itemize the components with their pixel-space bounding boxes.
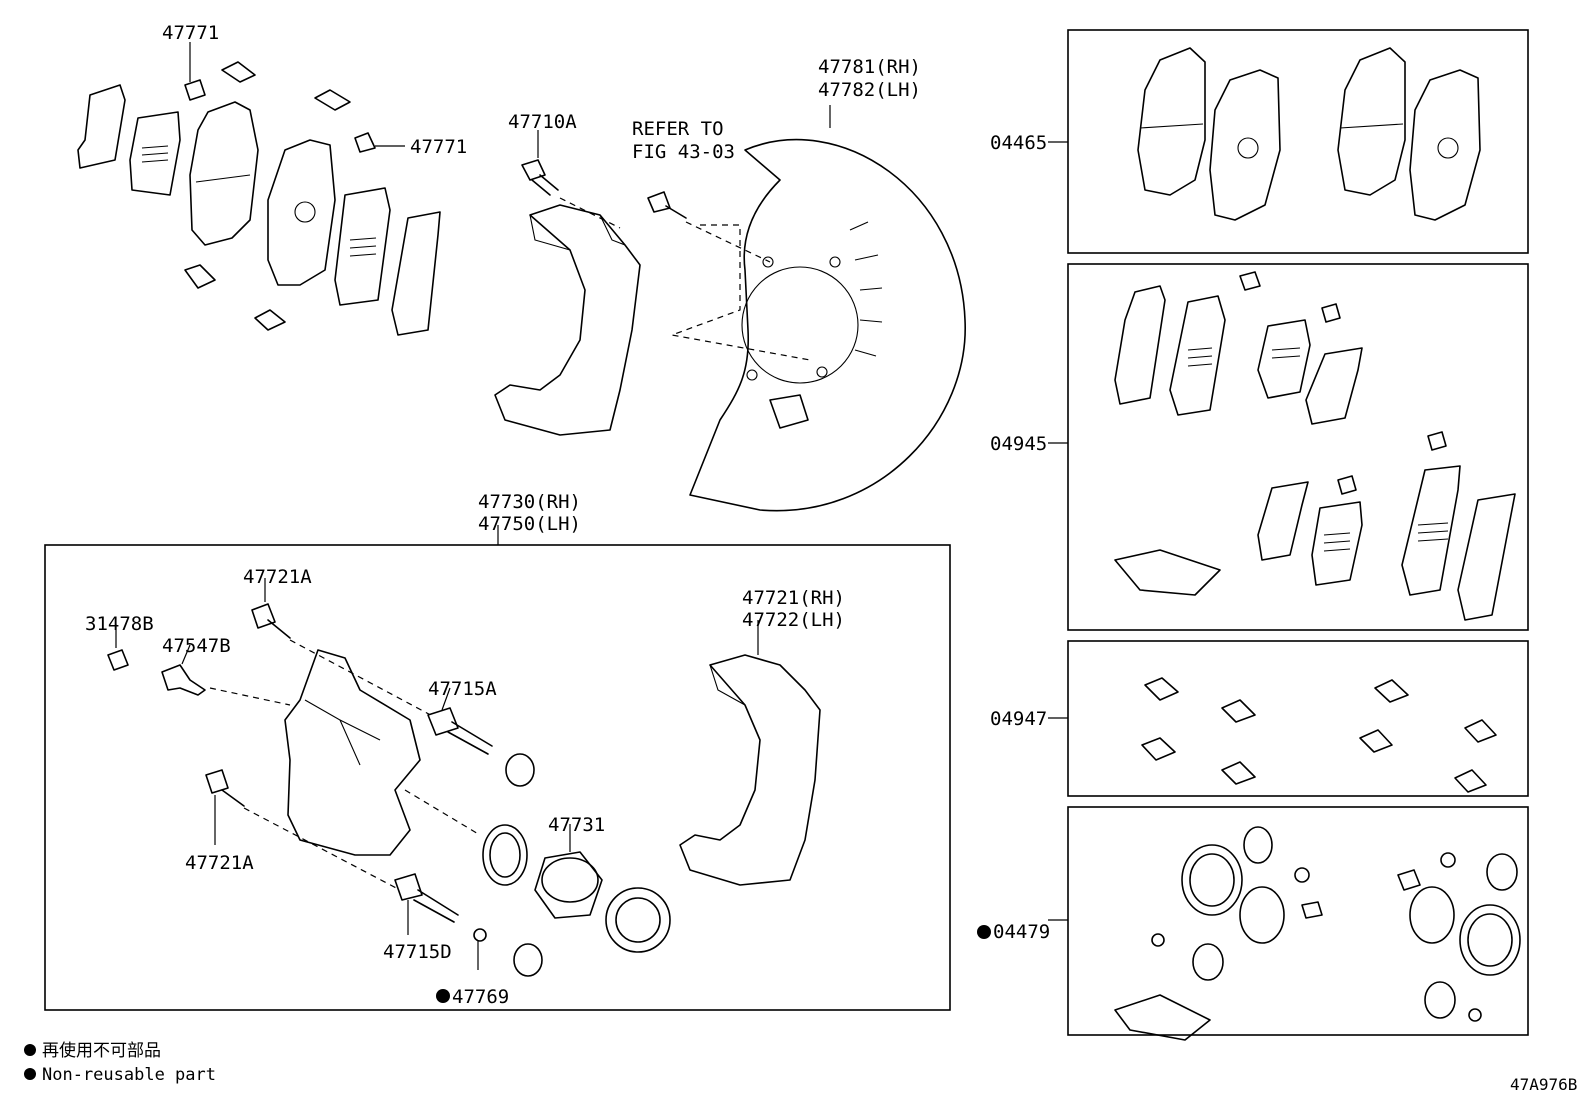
label-47715d: 47715D	[383, 941, 452, 963]
label-47771-right: 47771	[410, 136, 467, 158]
label-47722-lh: 47722(LH)	[742, 609, 845, 631]
torque-plate-upper	[494, 204, 641, 436]
guide-pins	[394, 707, 493, 923]
cylinder-kit-box	[1067, 806, 1529, 1036]
fitting-kit-clips	[1141, 677, 1497, 793]
caliper-assembly-box	[44, 544, 951, 1011]
label-refer-line1: REFER TO	[632, 118, 724, 140]
label-47731: 47731	[548, 814, 605, 836]
legend-en: Non-reusable part	[42, 1065, 216, 1085]
label-47721a-top: 47721A	[243, 566, 312, 588]
label-47721a-bottom: 47721A	[185, 852, 254, 874]
diagram-code: 47A976B	[1510, 1075, 1577, 1094]
label-refer-line2: FIG 43-03	[632, 141, 735, 163]
non-reusable-marker-04479	[977, 925, 991, 939]
label-47781-rh: 47781(RH)	[818, 56, 921, 78]
bolt-47710a-illustration	[521, 159, 687, 219]
label-31478b: 31478B	[85, 613, 154, 635]
fitting-kit-box	[1067, 640, 1529, 797]
caliper-body-illustration	[284, 649, 481, 856]
cylinder-kit-parts	[1114, 826, 1521, 1041]
anti-squeal-kit-box	[1067, 263, 1529, 631]
pad-kit-pads	[1137, 47, 1481, 221]
legend-bullet-jp	[24, 1044, 36, 1056]
caliper-small-parts	[107, 603, 291, 807]
label-kit-04945: 04945	[990, 433, 1047, 455]
label-47750-lh: 47750(LH)	[478, 513, 581, 535]
label-kit-04947: 04947	[990, 708, 1047, 730]
label-47782-lh: 47782(LH)	[818, 79, 921, 101]
legend-jp: 再使用不可部品	[42, 1040, 161, 1061]
label-47547b: 47547B	[162, 635, 231, 657]
label-kit-04479: 04479	[993, 921, 1050, 943]
label-47771-top: 47771	[162, 22, 219, 44]
pad-set-illustration	[77, 61, 441, 336]
mounting-illustration	[679, 654, 821, 886]
non-reusable-marker-47769	[436, 989, 450, 1003]
label-47769: 47769	[452, 986, 509, 1008]
label-47710a: 47710A	[508, 111, 577, 133]
disc-cover-illustration	[689, 139, 966, 512]
label-47715a: 47715A	[428, 678, 497, 700]
label-47721-rh: 47721(RH)	[742, 587, 845, 609]
anti-squeal-kit-shims	[1114, 271, 1516, 621]
label-kit-04465: 04465	[990, 132, 1047, 154]
pad-kit-box	[1067, 29, 1529, 254]
piston-and-seals	[473, 753, 671, 977]
legend-bullet-en	[24, 1068, 36, 1080]
label-47730-rh: 47730(RH)	[478, 491, 581, 513]
